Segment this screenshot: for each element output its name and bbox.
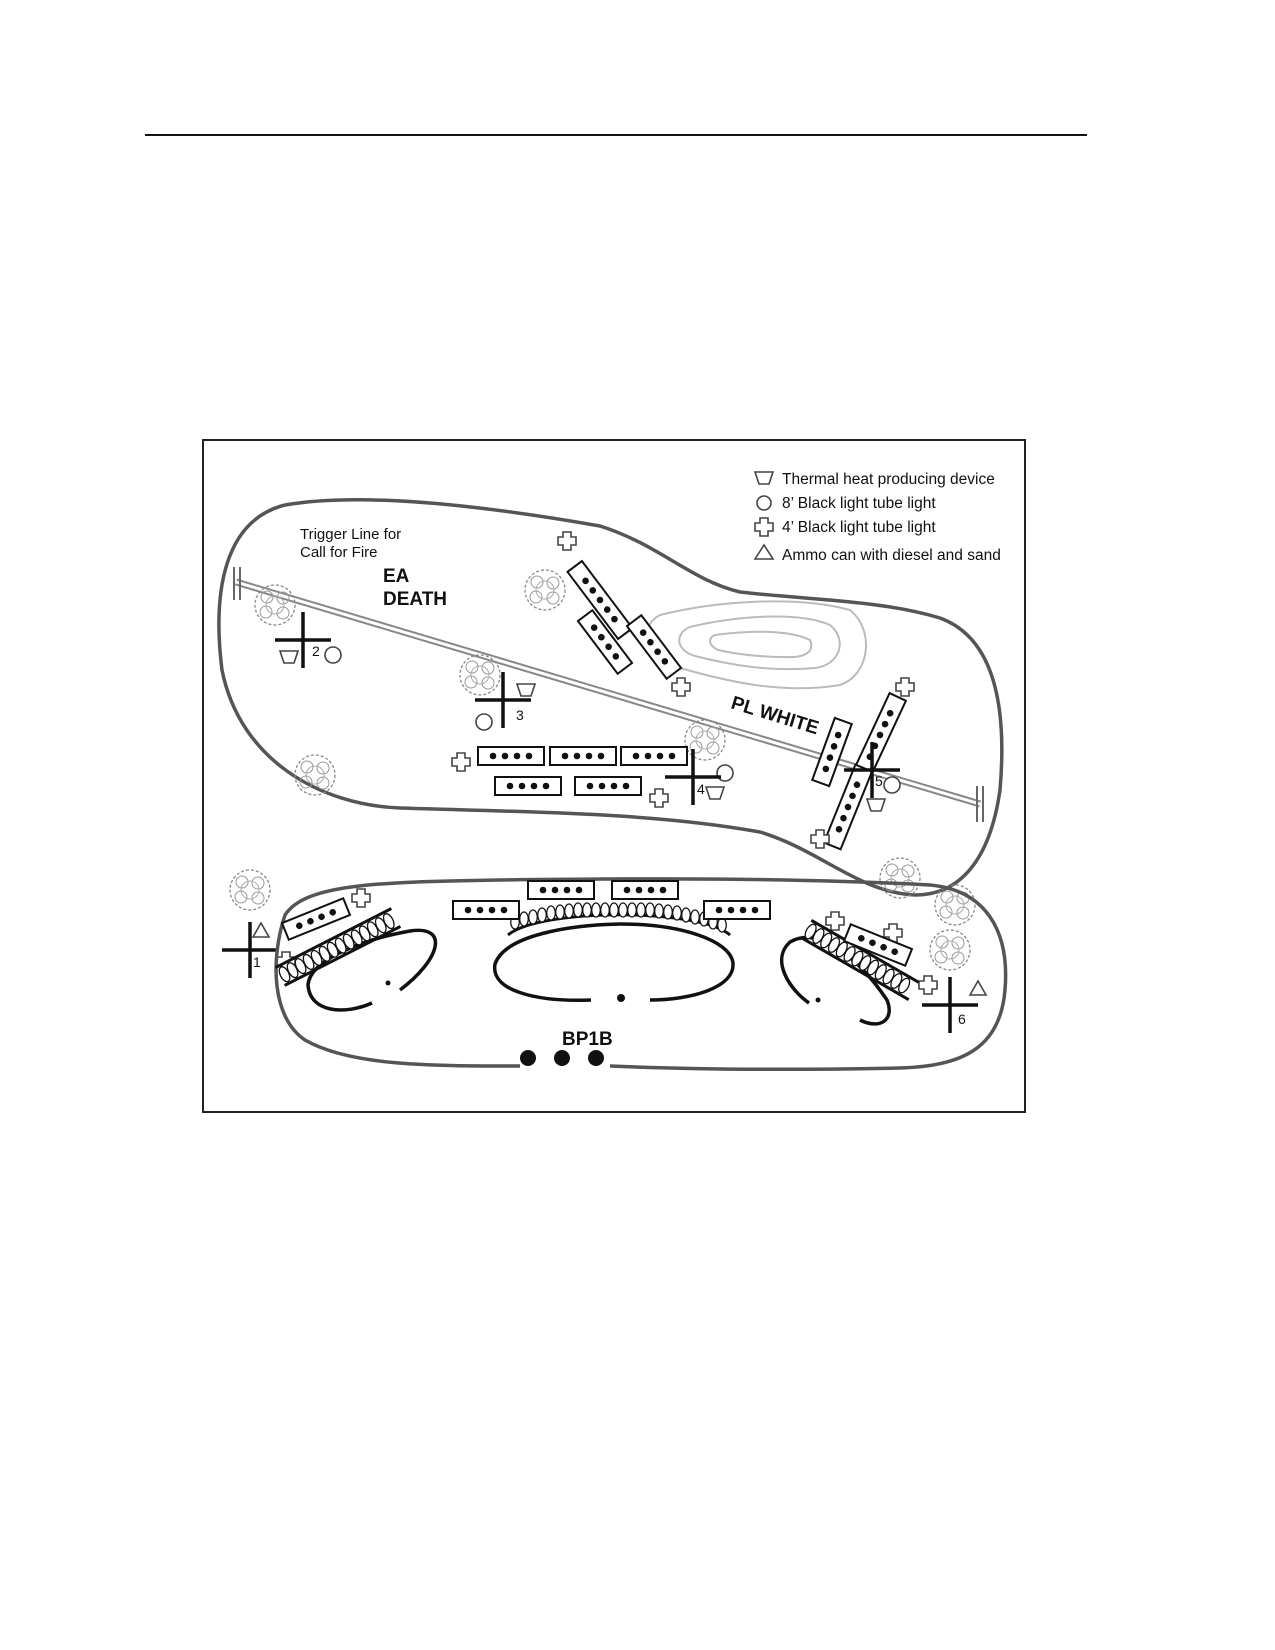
thermal-device-icon	[866, 798, 886, 812]
tank-target	[477, 746, 545, 766]
thermal-device-icon	[516, 683, 536, 697]
target-point-number: 1	[253, 954, 261, 970]
triangle-icon	[968, 979, 988, 996]
tank-target	[494, 776, 562, 796]
tank-target	[611, 880, 679, 900]
circle-icon	[324, 646, 342, 664]
legend-label: Ammo can with diesel and sand	[782, 547, 1001, 564]
tank-target	[574, 776, 642, 796]
trigger-line-label: Call for Fire	[300, 544, 378, 561]
berm-left	[274, 907, 402, 987]
legend-label: Thermal heat producing device	[782, 471, 995, 488]
berm-right	[800, 919, 920, 1001]
battle-position-boundary	[274, 877, 1008, 1072]
engagement-area-label: DEATH	[383, 589, 447, 610]
bp-marker	[520, 1050, 536, 1066]
tank-target	[549, 746, 617, 766]
engagement-area-label: EA	[383, 566, 410, 587]
tank-target	[620, 746, 688, 766]
circle-icon	[756, 495, 772, 511]
target-point-number: 2	[312, 643, 320, 659]
target-point-number: 6	[958, 1011, 966, 1027]
legend-label: 4’ Black light tube light	[782, 519, 936, 536]
legend-label: 8’ Black light tube light	[782, 495, 936, 512]
trigger-line-label: Trigger Line for	[300, 526, 401, 543]
legend: Thermal heat producing device 8’ Black l…	[753, 471, 1001, 564]
target-point-number: 4	[697, 781, 705, 797]
tank-target	[452, 900, 520, 920]
battle-position-label: BP1B	[562, 1029, 613, 1050]
circle-icon	[883, 776, 901, 794]
thermal-device-icon	[753, 471, 775, 485]
circle-icon	[475, 713, 493, 731]
bp-marker	[588, 1050, 604, 1066]
berm-center	[507, 902, 732, 937]
target-point-number: 5	[875, 773, 883, 789]
thermal-device-icon	[705, 786, 725, 800]
thermal-device-icon	[279, 650, 299, 664]
triangle-icon	[753, 543, 775, 560]
tank-target	[527, 880, 595, 900]
target-point-number: 3	[516, 707, 524, 723]
triangle-icon	[251, 921, 271, 938]
tank-target	[703, 900, 771, 920]
bp-marker	[554, 1050, 570, 1066]
top-rule	[145, 134, 1087, 136]
